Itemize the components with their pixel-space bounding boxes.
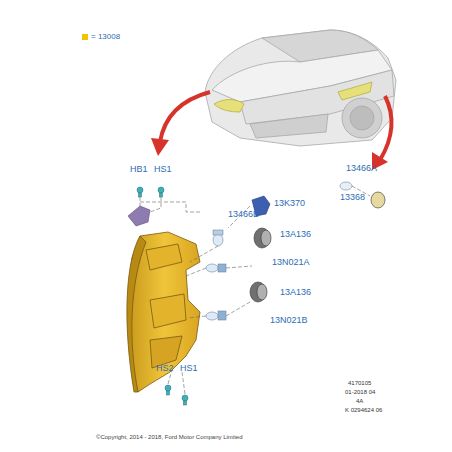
leader-line: [140, 186, 370, 394]
callout-number: HS2: [156, 364, 174, 373]
callout-number: HS1: [180, 364, 198, 373]
drawing-reference: K 0294624 06: [345, 407, 382, 413]
callout-number: 13N021B: [270, 316, 308, 325]
headlamp-housing: [127, 232, 200, 392]
callout-number: 13N021A: [272, 258, 310, 267]
callout-number: 13K370: [274, 199, 305, 208]
car-body: [205, 30, 396, 146]
drawing-reference: 4A: [356, 398, 363, 404]
callout-number: 13A136: [280, 288, 311, 297]
callout-number: 13A136: [280, 230, 311, 239]
drawing-reference: 4170105: [348, 380, 371, 386]
callout-number: 13466B: [228, 210, 259, 219]
dust-cap: [250, 192, 385, 302]
legend-swatch: [82, 34, 88, 40]
pointer-arrow: [160, 92, 391, 160]
bulb: [206, 182, 352, 320]
callout-number: HB1: [130, 165, 148, 174]
legend-text: = 13008: [91, 33, 120, 41]
callout-number: 13466A: [346, 164, 377, 173]
callout-number: 13368: [340, 193, 365, 202]
wiring-connector: [128, 206, 150, 226]
copyright-note: ©Copyright, 2014 - 2018, Ford Motor Comp…: [96, 434, 243, 440]
drawing-reference: 01-2018 04: [345, 389, 375, 395]
callout-number: HS1: [154, 165, 172, 174]
